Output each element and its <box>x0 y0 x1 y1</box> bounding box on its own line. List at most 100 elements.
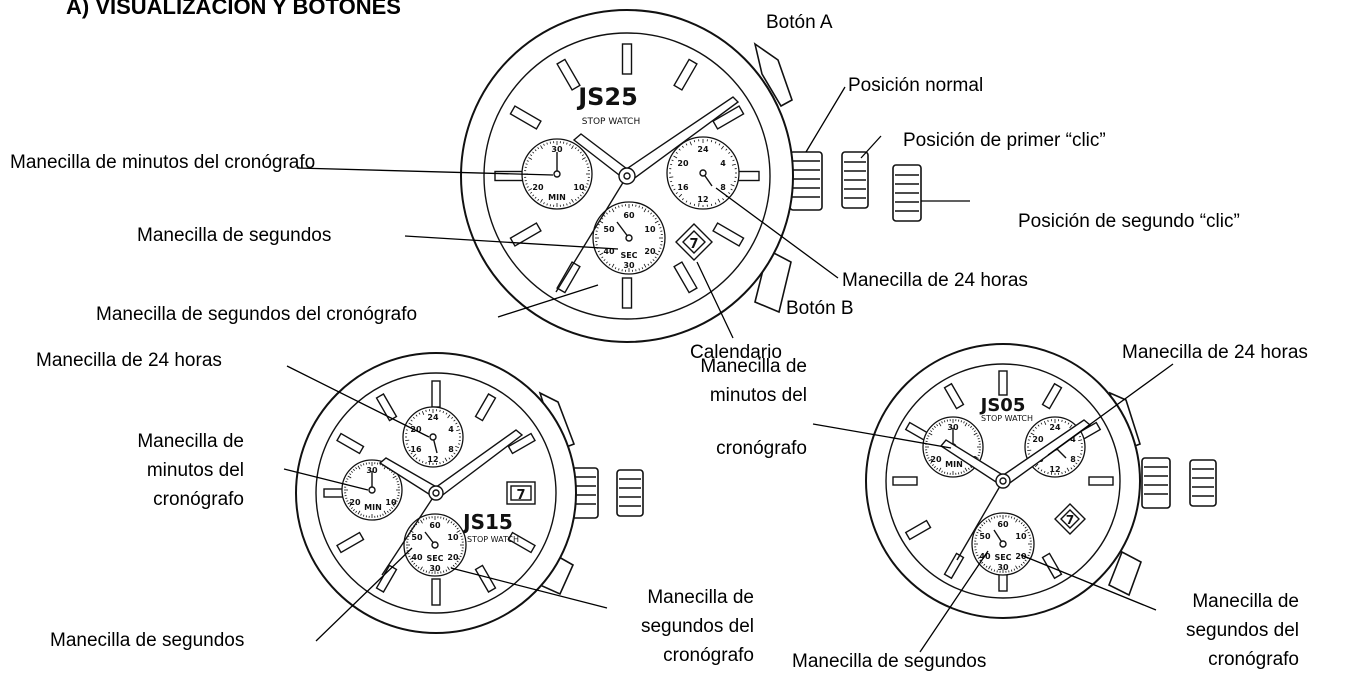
subdial-tick <box>540 198 543 203</box>
subdial-numeral: 10 <box>573 183 585 192</box>
subdial-tick <box>525 163 528 165</box>
subdial-tick <box>422 569 425 572</box>
subdial-tick <box>1050 470 1053 475</box>
subdial-tick <box>445 412 448 415</box>
hour-marker <box>673 58 698 91</box>
subdial-tick <box>728 151 731 154</box>
subdial-tick <box>362 463 365 466</box>
subdial-tick <box>418 459 421 462</box>
subdial-tick <box>571 198 574 203</box>
subdial-tick <box>1040 469 1043 472</box>
subdial-tick <box>698 202 700 207</box>
subdial-tick <box>975 534 978 537</box>
subdial-unit: MIN <box>548 193 566 202</box>
hour-marker <box>712 222 745 247</box>
subdial-tick <box>1032 429 1035 432</box>
subdial-tick <box>346 478 349 480</box>
subdial-tick <box>926 437 929 440</box>
subdial-numeral: 10 <box>385 498 397 507</box>
subdial-numeral: 10 <box>447 533 459 542</box>
subdial-tick <box>601 256 604 259</box>
watch-js15: JS15 STOP WATCH 24 4 8 12 16 20 30 10 20… <box>295 352 644 634</box>
hour-marker <box>673 261 698 294</box>
subdial-tick <box>425 409 427 412</box>
subdial-tick <box>525 183 528 185</box>
subdial-tick <box>693 203 696 206</box>
subdial-tick <box>988 518 991 523</box>
subdial-tick <box>938 422 942 427</box>
subdial-tick <box>1022 561 1025 564</box>
subdial-tick <box>977 556 982 559</box>
label-segundos-crono: Manecilla de segundos del cronógrafo <box>96 304 417 325</box>
label-segundo-clic: Posición de segundo “clic” <box>1018 211 1240 232</box>
subdial-tick <box>733 180 736 183</box>
leader-line <box>283 468 369 491</box>
subdial-tick <box>395 500 398 502</box>
subdial-tick <box>460 535 463 538</box>
subdial-tick <box>428 460 431 465</box>
subdial-chrono-minutes: 30 10 20 MIN <box>341 459 403 521</box>
subdial-tick <box>675 192 678 195</box>
subdial-tick <box>976 554 979 557</box>
subdial-tick <box>450 521 453 524</box>
subdial-tick <box>451 416 454 419</box>
subdial-tick <box>641 267 644 270</box>
subdial-tick <box>643 208 647 213</box>
subdial-tick <box>983 522 986 525</box>
subdial-tick <box>581 154 584 157</box>
subdial-tick <box>452 523 455 526</box>
subdial-numeral: 4 <box>448 425 454 434</box>
subdial-numeral: 24 <box>697 145 709 154</box>
subdial-tick <box>1080 453 1083 455</box>
bottom-pusher <box>1107 550 1142 597</box>
subdial-tick <box>408 555 411 558</box>
subdial-tick <box>579 194 582 197</box>
subdial-tick <box>981 561 984 564</box>
label-minutos-crono: cronógrafo <box>153 489 244 510</box>
subdial-tick <box>975 551 978 554</box>
subdial-tick <box>455 449 458 452</box>
subdial-tick <box>1028 551 1031 554</box>
subdial-tick <box>1024 526 1027 529</box>
label-minutos-crono: Manecilla de minutos del cronógrafo <box>10 152 315 173</box>
subdial-tick <box>586 163 589 165</box>
subdial-tick <box>392 501 397 505</box>
subdial-numeral: 8 <box>720 183 726 192</box>
subdial-tick <box>532 194 535 197</box>
subdial-tick <box>360 513 362 516</box>
labels-js25: Botón A Posición normal Posición de prim… <box>10 12 1240 363</box>
hour-marker <box>431 380 441 408</box>
subdial-tick <box>425 517 428 520</box>
subdial-tick <box>928 432 933 436</box>
subdial-tick <box>611 208 615 213</box>
subdial-tick <box>528 157 533 160</box>
subdial-tick <box>603 259 606 262</box>
subdial-tick <box>362 514 365 517</box>
hour-marker <box>507 531 536 554</box>
subdial-tick <box>415 414 418 417</box>
subdial-seconds: 60 10 20 30 40 50 SEC <box>403 513 467 577</box>
subdial-tick <box>1040 422 1043 425</box>
subdial-tick <box>650 212 653 215</box>
subdial-tick <box>422 518 425 521</box>
subdial-tick <box>710 140 713 143</box>
subdial-tick <box>412 416 415 419</box>
subdial-tick <box>596 227 599 229</box>
subdial-tick <box>717 198 721 203</box>
subdial-tick <box>425 462 427 465</box>
subdial-tick <box>392 473 395 476</box>
subdial-numeral: 20 <box>410 425 422 434</box>
subdial-tick <box>654 256 657 259</box>
crown-first-click <box>841 151 869 209</box>
subdial-tick <box>345 480 348 483</box>
brand-subtitle: STOP WATCH <box>582 117 640 127</box>
label-segundos-crono: segundos del <box>641 616 754 637</box>
subdial-seconds: 60 10 20 30 40 50 SEC <box>592 201 666 275</box>
chrono-seconds-hand <box>381 492 437 576</box>
subdial-tick <box>728 192 731 195</box>
date-digit: 7 <box>1066 513 1074 527</box>
subdial-tick <box>933 425 936 428</box>
subdial-tick <box>415 564 418 567</box>
crown-normal-position <box>1141 457 1171 509</box>
